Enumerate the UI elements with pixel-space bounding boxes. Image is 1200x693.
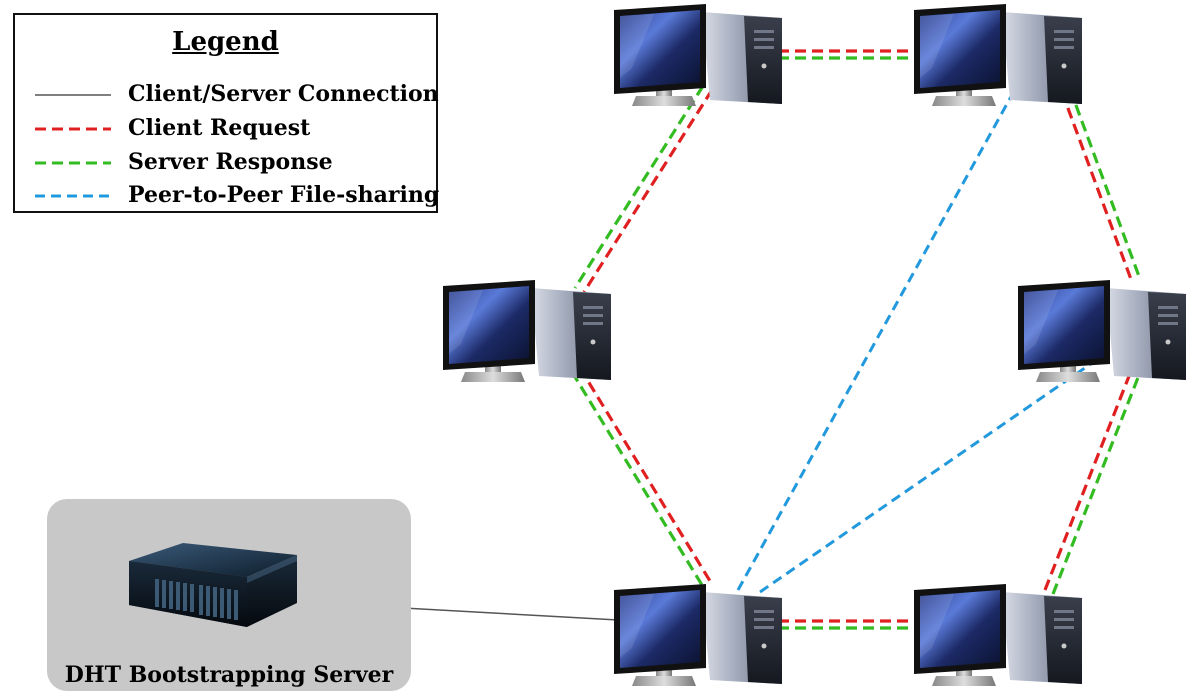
desktop-computer-icon [614, 4, 782, 106]
desktop-computer-icon [443, 280, 611, 382]
legend-title: Legend [172, 27, 279, 57]
legend-item-client-request: Client Request [33, 115, 433, 145]
legend-item-label: Client Request [128, 115, 311, 141]
desktop-computer-icon [914, 4, 1082, 106]
legend: Legend Client/Server Connection Client R… [13, 13, 439, 213]
legend-item-server-response: Server Response [33, 149, 433, 179]
dht-server-panel: DHT Bootstrapping Server [47, 499, 411, 691]
rack-server-icon [129, 543, 297, 627]
desktop-computer-icon [1018, 280, 1186, 382]
legend-item-label: Peer-to-Peer File-sharing [128, 182, 440, 208]
desktop-computer-icon [914, 584, 1082, 686]
blue-dashed-line-icon [35, 194, 111, 198]
solid-line-icon [35, 94, 111, 96]
peer-to-peer-links [736, 83, 1109, 594]
legend-item-label: Client/Server Connection [128, 81, 439, 107]
green-dashed-line-icon [35, 161, 111, 165]
legend-item-peer-to-peer: Peer-to-Peer File-sharing [33, 182, 439, 212]
legend-item-label: Server Response [128, 149, 333, 175]
red-dashed-line-icon [35, 127, 111, 131]
server-label: DHT Bootstrapping Server [64, 662, 394, 688]
desktop-computer-icon [614, 584, 782, 686]
request-response-links [570, 49, 1143, 630]
legend-item-client-server: Client/Server Connection [33, 81, 439, 111]
